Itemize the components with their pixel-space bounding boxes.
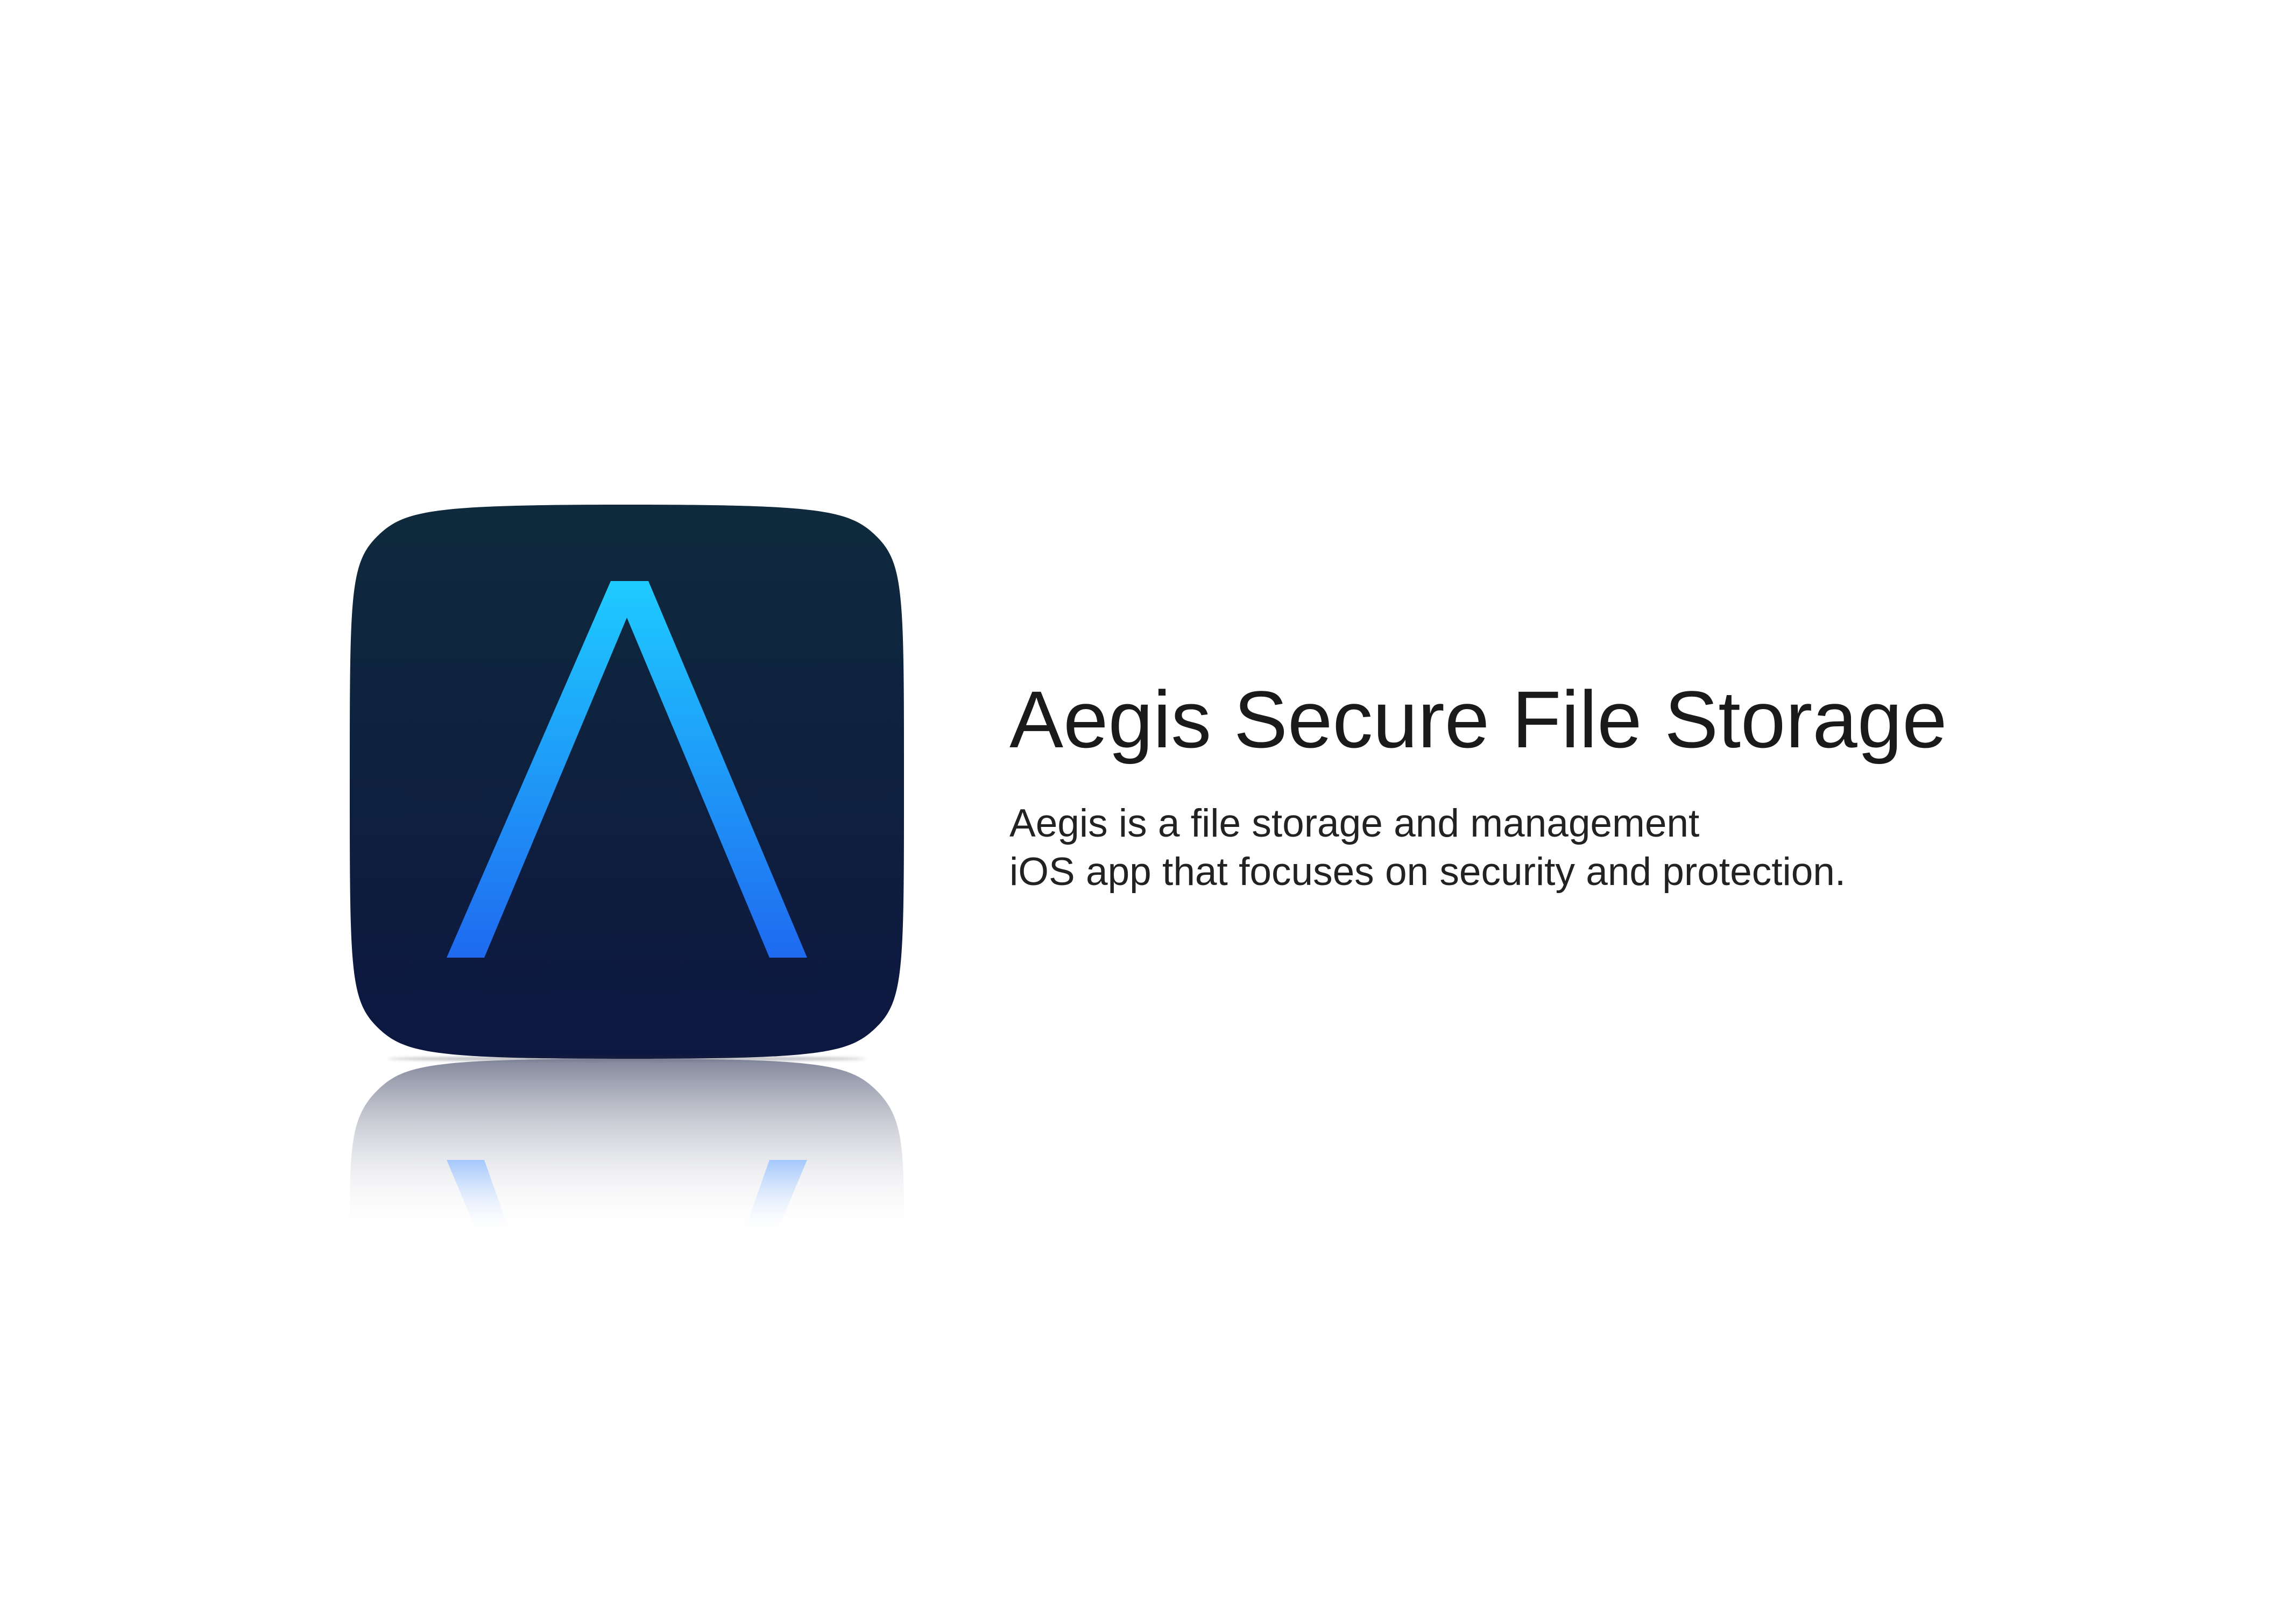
app-icon [350, 505, 904, 1059]
app-description-line: Aegis is a file storage and management [1009, 802, 1700, 845]
reflection-glyph-left [447, 1160, 511, 1236]
app-title: Aegis Secure File Storage [1009, 674, 1947, 764]
app-icon-container [350, 505, 904, 1059]
lambda-glyph-icon [447, 581, 807, 958]
reflection-glyph-right [743, 1160, 807, 1236]
app-description-line: iOS app that focuses on security and pro… [1009, 850, 1846, 894]
app-info: Aegis Secure File Storage Aegis is a fil… [1009, 675, 2193, 896]
reflection-background [350, 1059, 904, 1236]
app-icon-reflection [350, 1059, 904, 1236]
app-description: Aegis is a file storage and management i… [1009, 799, 2193, 896]
